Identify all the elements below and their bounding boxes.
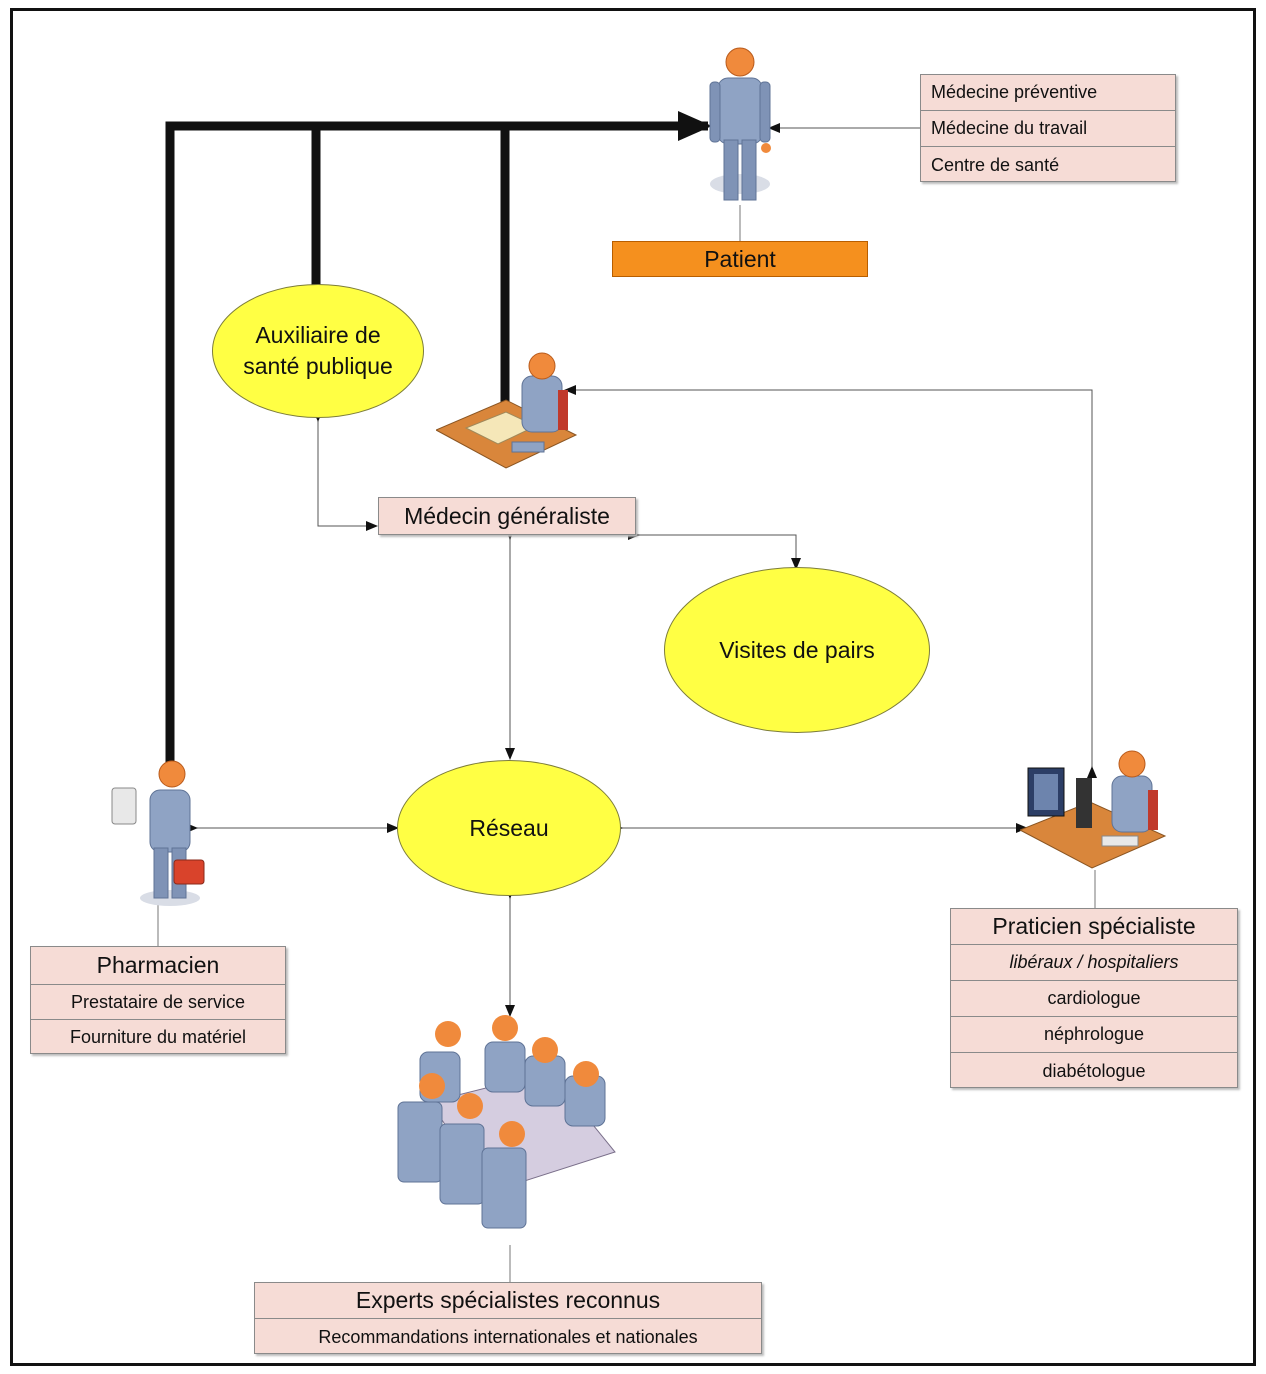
line-auxiliaire-medecin (313, 410, 378, 531)
line-medecin-visites (628, 530, 801, 570)
auxiliaire-ellipse: Auxiliaire de santé publique (212, 284, 424, 418)
reseau-ellipse: Réseau (397, 760, 621, 896)
medecin-desk-icon (436, 352, 578, 469)
experts-box: Experts spécialistes reconnus Recommanda… (254, 1282, 762, 1354)
praticien-item: cardiologue (951, 981, 1237, 1017)
patient-person-icon (709, 47, 771, 201)
patient-services-box: Médecine préventive Médecine du travail … (920, 74, 1176, 182)
specialiste-desk-icon (1020, 750, 1167, 869)
praticien-item: diabétologue (1042, 1060, 1146, 1081)
experts-title: Experts spécialistes reconnus (255, 1283, 761, 1319)
patient-label: Patient (612, 241, 868, 277)
service-item: Médecine préventive (921, 75, 1175, 111)
auxiliaire-line1: Auxiliaire de (255, 322, 381, 348)
visites-label: Visites de pairs (719, 636, 875, 663)
medecin-generaliste-box: Médecin généraliste (378, 497, 636, 535)
pharmacien-title: Pharmacien (31, 947, 285, 985)
service-item: Médecine du travail (921, 111, 1175, 147)
pharmacien-item: Prestataire de service (31, 985, 285, 1020)
auxiliaire-line2: santé publique (243, 353, 393, 379)
praticien-subtitle: libéraux / hospitaliers (951, 945, 1237, 981)
line-specialiste-medecin (564, 385, 1097, 778)
pharmacien-box: Pharmacien Prestataire de service Fourni… (30, 946, 286, 1054)
praticien-title: Praticien spécialiste (951, 909, 1237, 945)
service-item: Centre de santé (931, 154, 1060, 175)
experts-meeting-icon (397, 1015, 616, 1229)
diagram-frame (10, 8, 1256, 1366)
pharmacien-person-icon (111, 760, 205, 906)
medecin-generaliste-label: Médecin généraliste (404, 502, 610, 529)
praticien-box: Praticien spécialiste libéraux / hospita… (950, 908, 1238, 1088)
visites-ellipse: Visites de pairs (664, 567, 930, 733)
experts-subtitle: Recommandations internationales et natio… (318, 1326, 698, 1347)
pharmacien-item: Fourniture du matériel (69, 1027, 247, 1047)
reseau-label: Réseau (469, 814, 549, 841)
thick-line-main (165, 111, 712, 770)
praticien-item: néphrologue (951, 1017, 1237, 1053)
